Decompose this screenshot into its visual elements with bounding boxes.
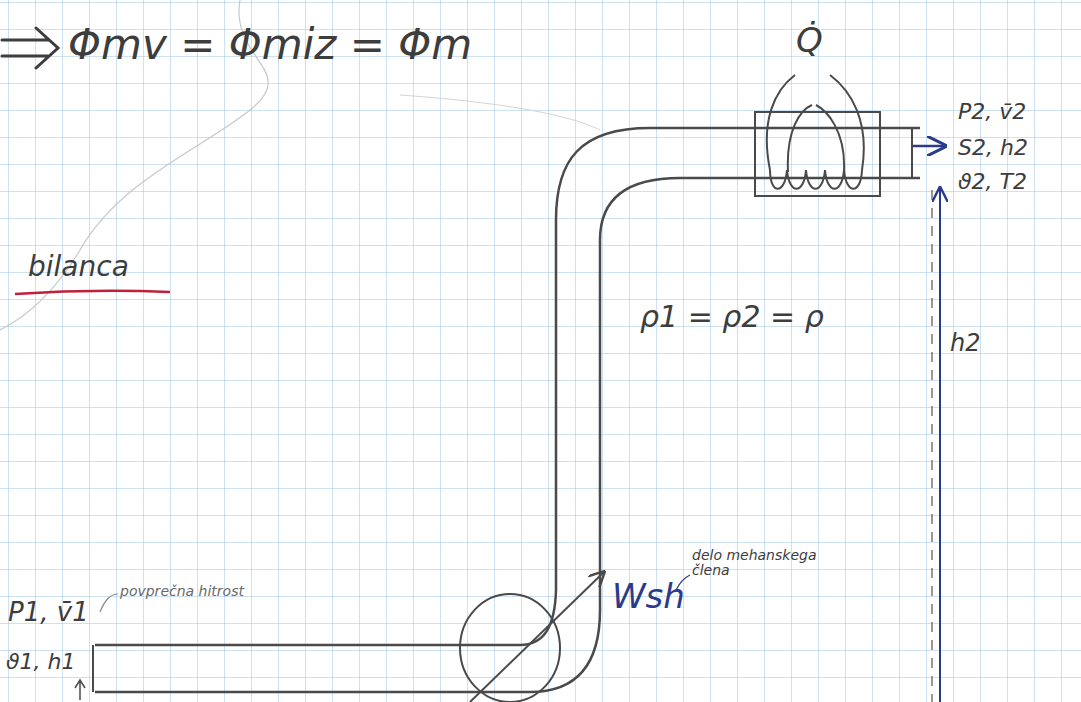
- pump-circle: [460, 594, 560, 702]
- work-symbol: Wsh: [612, 578, 685, 615]
- height-label: h2: [950, 330, 980, 356]
- height-line: [939, 188, 941, 702]
- outlet-arrow: [912, 145, 945, 148]
- heater-coil: [770, 170, 862, 189]
- leader-line: [100, 594, 118, 612]
- state-variables: ϑ1, h1: [6, 650, 76, 674]
- heat-flow-symbol: Q̇: [796, 22, 823, 59]
- work-arrow: [470, 572, 604, 702]
- reference-line: [931, 190, 933, 702]
- note: povprečna hitrost: [120, 584, 244, 599]
- state-variables: ϑ2, T2: [958, 170, 1027, 194]
- note: delo mehanskega člena: [692, 548, 832, 579]
- state-variables: P2, v̄2: [958, 100, 1026, 124]
- implies-arrow: [2, 28, 58, 68]
- faint-curve: [400, 95, 600, 130]
- state-variables: P1, v̄1: [8, 598, 89, 627]
- density-equation: ρ1 = ρ2 = ρ: [640, 300, 824, 333]
- pipe-wall: [95, 178, 920, 692]
- underline: [15, 291, 170, 294]
- inlet-mark: [75, 680, 85, 700]
- balance-equation: Φmv = Φmiz = Φm: [68, 22, 472, 68]
- state-variables: S2, h2: [958, 136, 1028, 160]
- inlet-section: [92, 645, 94, 692]
- section-heading: bilanca: [28, 252, 129, 283]
- heat-supply: [767, 75, 864, 172]
- pipe-wall: [95, 128, 920, 645]
- outlet-section: [911, 128, 913, 178]
